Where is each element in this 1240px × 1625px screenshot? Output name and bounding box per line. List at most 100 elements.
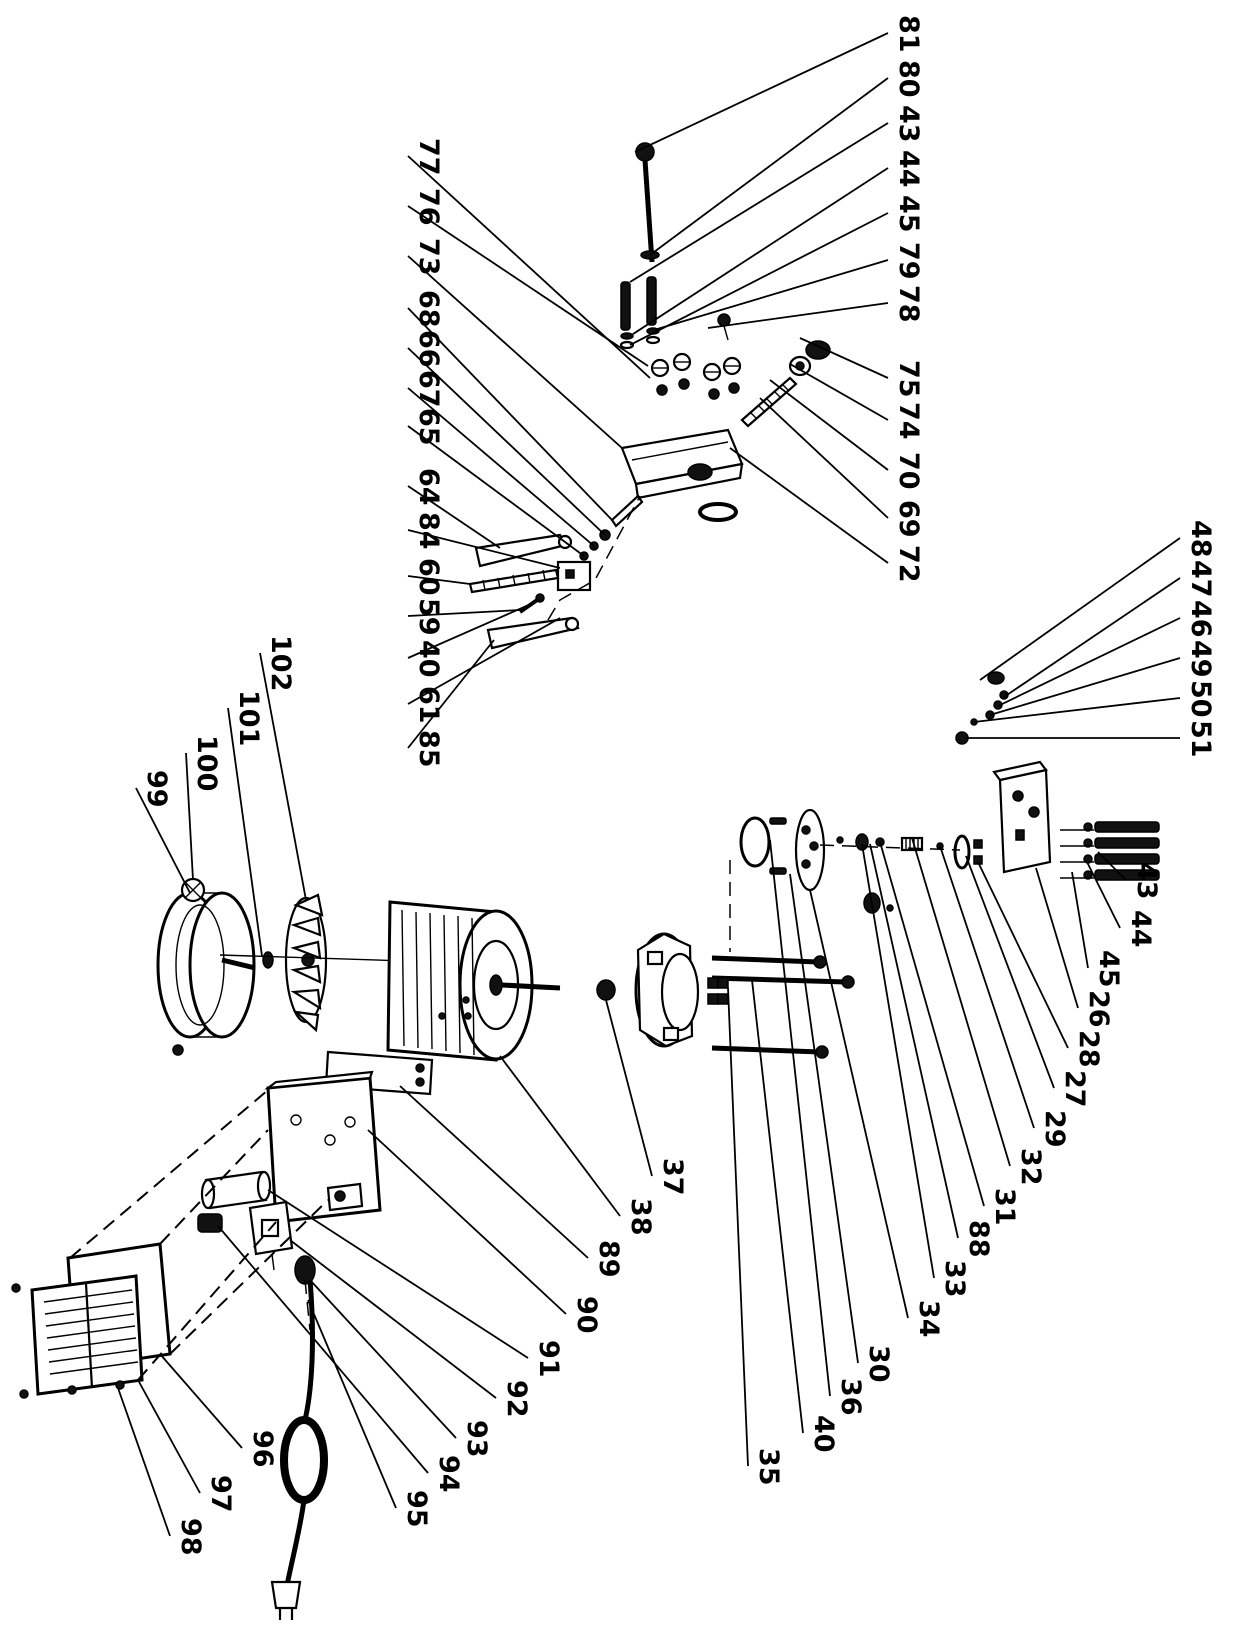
callout-68: 68 <box>413 290 444 328</box>
leader-44 <box>1085 859 1121 929</box>
callout-40: 40 <box>413 640 444 678</box>
callout-90: 90 <box>571 1296 602 1334</box>
gland-93 <box>294 1255 316 1285</box>
callout-101: 101 <box>233 690 264 746</box>
leader-91 <box>267 1189 529 1359</box>
leader-59 <box>407 609 521 617</box>
callout-60: 60 <box>413 558 444 596</box>
leader-28 <box>977 861 1069 1049</box>
callout-81: 81 <box>893 15 924 53</box>
callout-95: 95 <box>401 1490 432 1528</box>
leader-97 <box>137 1379 201 1494</box>
screw-43a <box>620 281 631 331</box>
o-ring <box>698 502 738 522</box>
leader-65 <box>407 425 585 557</box>
callout-75: 75 <box>893 360 924 398</box>
callout-80: 80 <box>893 60 924 98</box>
washer-45b <box>645 335 661 345</box>
callout-98: 98 <box>175 1518 206 1556</box>
callout-32: 32 <box>1015 1148 1046 1186</box>
callout-45: 45 <box>893 195 924 233</box>
leader-101 <box>227 707 263 957</box>
leader-31 <box>879 841 985 1207</box>
grille-97 <box>30 1274 144 1396</box>
callout-61: 61 <box>413 686 444 724</box>
callout-47: 47 <box>1185 560 1216 598</box>
leader-75 <box>799 337 889 379</box>
callout-44: 44 <box>1125 910 1156 948</box>
leader-40 <box>407 599 541 659</box>
part-48 <box>987 671 1005 685</box>
leader-26 <box>1035 867 1079 1009</box>
spring-70 <box>740 376 798 428</box>
fan-102 <box>284 893 328 1033</box>
callout-26: 26 <box>1083 990 1114 1028</box>
motor-body-38 <box>386 900 561 1062</box>
leader-92 <box>289 1239 497 1399</box>
washer-45a <box>619 340 635 350</box>
screw-98e <box>115 1380 125 1390</box>
callout-79: 79 <box>893 242 924 280</box>
callout-92: 92 <box>501 1380 532 1418</box>
callout-67: 67 <box>413 370 444 408</box>
callout-76: 76 <box>413 188 444 226</box>
button-cluster-left <box>650 352 692 396</box>
callout-33: 33 <box>939 1260 970 1298</box>
callout-27: 27 <box>1059 1070 1090 1108</box>
callout-102: 102 <box>265 635 296 691</box>
screw-98b <box>11 1283 21 1293</box>
leader-100 <box>185 752 194 881</box>
callout-59: 59 <box>413 598 444 636</box>
button-cluster-right <box>702 356 742 400</box>
callout-77: 77 <box>413 138 444 176</box>
callout-31: 31 <box>989 1188 1020 1226</box>
callout-97: 97 <box>205 1475 236 1513</box>
leader-64 <box>407 485 501 549</box>
leader-79 <box>653 259 889 331</box>
callout-29: 29 <box>1039 1110 1070 1148</box>
leader-66 <box>407 347 606 536</box>
callout-28: 28 <box>1073 1030 1104 1068</box>
leader-72 <box>729 447 889 564</box>
leader-35 <box>727 987 749 1467</box>
callout-65: 65 <box>413 408 444 446</box>
leader-78 <box>707 302 889 329</box>
leader-88 <box>869 843 959 1239</box>
leader-45 <box>629 212 889 346</box>
washer-101 <box>262 951 274 969</box>
screw-98a <box>172 1044 184 1056</box>
valve-28 <box>973 839 983 849</box>
washer-44a <box>620 332 634 340</box>
leader-30 <box>789 873 859 1364</box>
leader-73 <box>407 255 623 449</box>
callout-89: 89 <box>593 1240 624 1278</box>
leader-lines <box>117 32 1181 1537</box>
callout-100: 100 <box>191 735 222 791</box>
leader-37 <box>605 999 653 1177</box>
terminal-box-90 <box>264 1070 382 1224</box>
leader-89 <box>399 1085 589 1259</box>
callout-45: 45 <box>1093 950 1124 988</box>
leader-46 <box>997 617 1181 707</box>
callout-73: 73 <box>413 238 444 276</box>
leader-36 <box>769 839 831 1397</box>
callout-48: 48 <box>1185 520 1216 558</box>
leader-69 <box>759 397 889 519</box>
crankcase-35 <box>634 932 729 1048</box>
callout-70: 70 <box>893 452 924 490</box>
leader-49 <box>989 657 1181 716</box>
callout-43: 43 <box>1131 862 1162 900</box>
callout-43: 43 <box>893 105 924 143</box>
leader-80 <box>649 77 889 256</box>
screw-43b <box>646 276 657 326</box>
screw-bank-right <box>1060 821 1160 881</box>
leader-95 <box>307 1299 397 1509</box>
callout-51: 51 <box>1185 720 1216 758</box>
callout-49: 49 <box>1185 640 1216 678</box>
leader-68 <box>407 307 613 521</box>
switch-92 <box>248 1200 294 1271</box>
oring-27 <box>953 834 971 870</box>
callout-84: 84 <box>413 512 444 550</box>
